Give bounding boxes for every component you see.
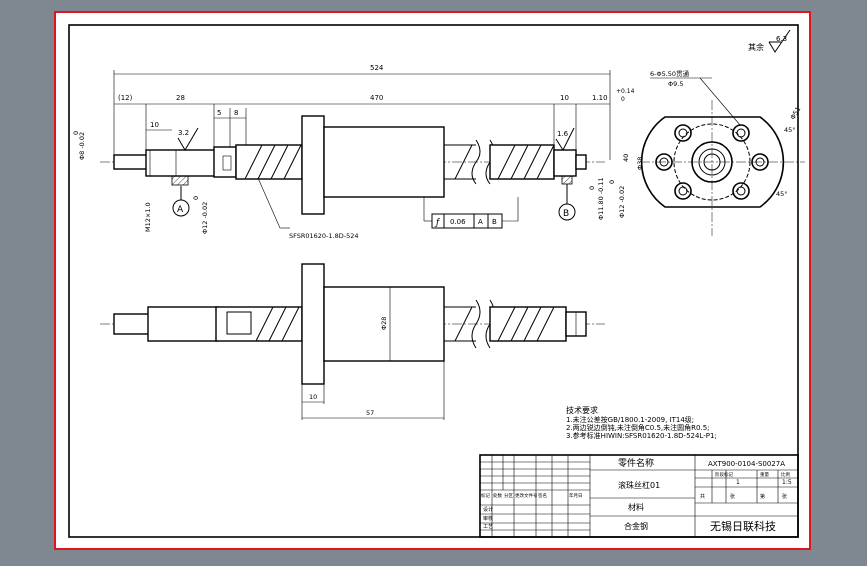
dim-38: Φ38 [636,157,644,170]
lower-view-assembly: Φ28 10 57 [100,263,605,420]
company-name: 无锡日联科技 [710,519,776,533]
screw-right [489,144,555,180]
fcf-datum-b: B [492,218,497,226]
flange-outline [640,116,785,208]
spec-label: SFSR01620-1.8D-524 [289,232,359,240]
tb-hdr-1: 处数 [493,492,502,499]
tb-hdr-0: 标记 [481,492,490,499]
sheet-border [54,11,811,550]
dim-left-dia: Φ8 -0.02 [78,132,86,160]
left-journal [113,154,149,170]
tol-plus: +0.14 [616,88,635,95]
screw-left [235,144,303,180]
dim-body-dia: Φ28 [380,317,388,330]
tb-sheet-1: 张 [730,493,735,500]
tb-scale: 1:5 [782,479,792,486]
dim-10-right: 10 [560,94,569,102]
nut-flange [301,115,325,215]
tb-sheet-3: 张 [782,493,787,500]
dim-left-dia-zero: 0 [72,131,80,135]
nut-body [323,126,445,198]
feature-control-frame: ƒ 0.06 A B [423,197,519,229]
material-value: 合金钢 [624,521,648,531]
tb-weight: 重量 [760,471,769,478]
datum-a-label: A [177,205,184,215]
dim-1-10: 1.10 [592,94,608,102]
dim-8: 8 [234,109,238,117]
tb-sheet-2: 第 [760,493,765,500]
dim-d11-8: Φ11.80 -0.11 [597,177,605,220]
dim-5: 5 [217,109,221,117]
part-name-label: 零件名称 [618,457,654,469]
dim-d12-a-zero: 0 [192,196,200,200]
thread-section [145,149,217,177]
roughness-other-label: 其余 [748,42,764,52]
tb-scale-label: 比例 [781,471,790,478]
roughness-1-6: 1.6 [557,130,569,138]
tb-row-process: 工艺 [483,524,493,530]
tb-sheet-0: 共 [700,493,705,500]
dim-d11-8-zero: 0 [588,186,596,190]
technical-notes: 技术要求 1.未注公差按GB/1800.1-2009, IT14级; 2.两边锐… [566,405,717,440]
material-label: 材料 [628,502,644,512]
tb-stage: 阶段标记 [715,471,733,478]
dim-d12-a: Φ12 -0.02 [201,202,209,234]
tb-hdr-4: 签名 [538,492,547,499]
dim-d12-b: Φ12 -0.02 [618,186,626,218]
dim-overall: 524 [370,64,384,72]
drawing-frame [68,24,799,538]
tb-hdr-5: 年月日 [569,492,583,499]
note-line-3: 3.参考标准HIWIN:SFSR01620-1.8D-524L-P1; [566,431,717,440]
bearing-seat [213,146,237,178]
holes-callout: 6-Φ5.50贯通 [650,69,690,78]
dim-body-length: 57 [366,409,374,417]
fcf-tolerance: 0.06 [450,218,466,226]
fcf-datum-a: A [478,218,483,226]
tb-hdr-3: 更改文件号 [515,492,538,499]
dim-40: 40 [622,154,630,162]
dimensions-top: 524 (12) 28 470 10 1.10 +0.14 0 10 5 8 3… [72,64,635,240]
fcf-symbol: ƒ [434,218,441,228]
roughness-other-symbol: 其余 6.3 [748,29,791,53]
drawing-number: AXT900-0104-S0027A [708,460,785,468]
datum-b-label: B [563,209,569,219]
nut-body-lower [323,286,445,362]
dim-flange-thickness: 10 [309,393,317,401]
dim-28: 28 [176,94,185,102]
note-line-2: 2.两边锐边倒钝,未注倒角C0.5,未注圆角R0.5; [566,423,710,432]
side-view-flange: 6-Φ5.50贯通 Φ9.5 40 Φ38 45° 45° Φ51 [622,69,805,236]
dim-45b: 45° [776,190,788,198]
nut-flange-lower [301,263,325,385]
dim-10: 10 [150,121,159,129]
right-journal [553,149,577,177]
tb-qty: 1 [736,479,740,486]
dim-d12-b-zero: 0 [608,180,616,184]
holes-callout-2: Φ9.5 [668,80,683,88]
title-block: 标记 处数 分区 更改文件号 签名 年月日 设计 审核 工艺 零件名称 滚珠丝杠… [479,454,799,538]
dim-m12: M12×1.0 [144,202,152,232]
roughness-3-2: 3.2 [178,129,189,137]
tol-zero: 0 [621,96,625,103]
dim-45: 45° [784,126,796,134]
tb-row-review: 审核 [483,515,493,522]
roughness-other-value: 6.3 [776,35,787,43]
dim-left-12: (12) [118,94,133,102]
tb-hdr-2: 分区 [504,492,513,499]
note-line-1: 1.未注公差按GB/1800.1-2009, IT14级; [566,415,694,424]
tb-row-design: 设计 [483,506,493,513]
notes-title: 技术要求 [566,405,598,415]
main-view-shaft [100,115,605,215]
part-name: 滚珠丝杠01 [618,480,660,490]
dim-470: 470 [370,94,383,102]
mount-holes [655,124,769,200]
